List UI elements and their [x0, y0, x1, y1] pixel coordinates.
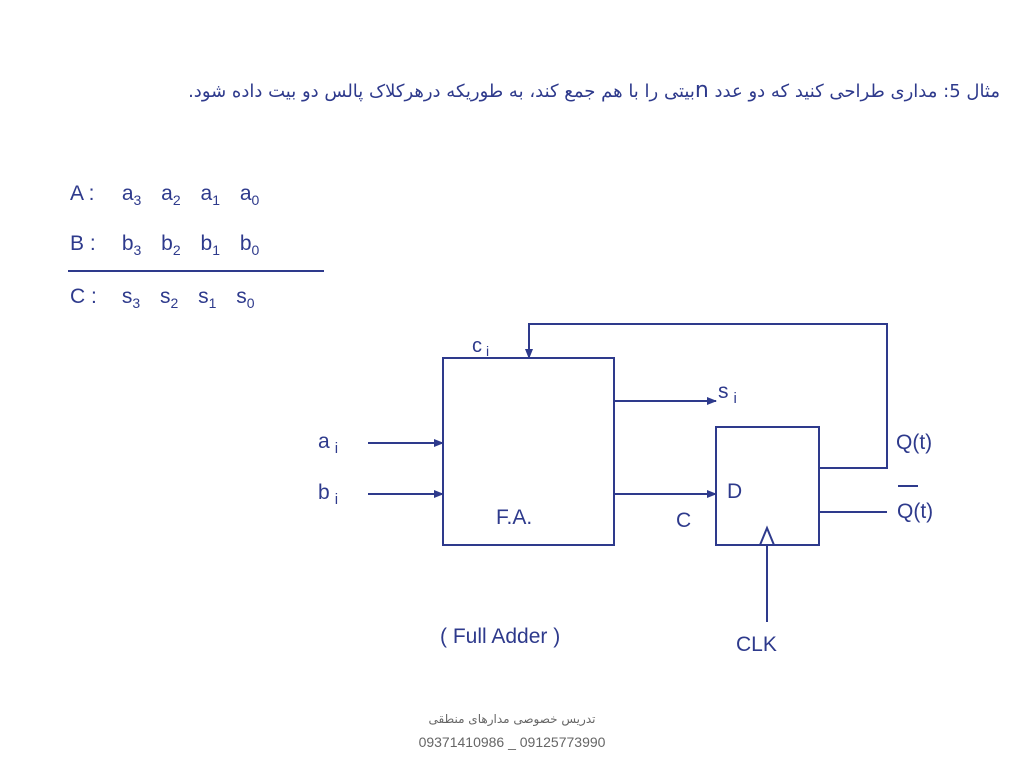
footer-line2: 09371410986 _ 09125773990	[418, 734, 606, 750]
caption-full-adder: ( Full Adder )	[440, 625, 560, 648]
row-a-label: A :	[70, 182, 95, 205]
title-n: n	[694, 78, 709, 103]
label-clk: CLK	[736, 633, 777, 656]
term-b2: b2	[161, 232, 181, 258]
equation-row-c: C : s3 s2 s1 s0	[70, 285, 269, 311]
term-a3: a3	[121, 182, 142, 208]
label-d: D	[727, 480, 742, 503]
term-b0: b0	[239, 232, 260, 258]
feedback-wire	[525, 323, 888, 469]
term-s1: s1	[198, 285, 217, 311]
term-s0: s0	[236, 285, 255, 311]
label-qbar: Q(t)	[897, 500, 933, 523]
footer-line1: تدریس خصوصی مدارهای منطقی	[428, 712, 596, 726]
equation-row-b: B : b3 b2 b1 b0	[70, 232, 273, 258]
row-b-label: B :	[70, 232, 96, 255]
term-b3: b3	[121, 232, 142, 258]
title-part1: مثال 5: مداری طراحی کنید که دو عدد	[708, 81, 1000, 102]
label-carry: C	[676, 509, 691, 532]
term-s3: s3	[121, 285, 141, 311]
term-a0: a0	[239, 182, 260, 208]
problem-title: مثال 5: مداری طراحی کنید که دو عدد nبیتی…	[100, 78, 1000, 103]
term-a2: a2	[161, 182, 181, 208]
title-part2: بیتی را با هم جمع کند، به طوریکه درهرکلا…	[188, 81, 695, 102]
term-s2: s2	[159, 285, 179, 311]
label-fa: F.A.	[496, 506, 532, 529]
equation-row-a: A : a3 a2 a1 a0	[70, 182, 273, 208]
term-a1: a1	[200, 182, 220, 208]
clock-edge-icon	[759, 525, 775, 546]
label-q: Q(t)	[896, 431, 932, 454]
row-c-label: C :	[70, 285, 97, 308]
term-b1: b1	[200, 232, 220, 258]
sum-rule	[68, 270, 324, 272]
